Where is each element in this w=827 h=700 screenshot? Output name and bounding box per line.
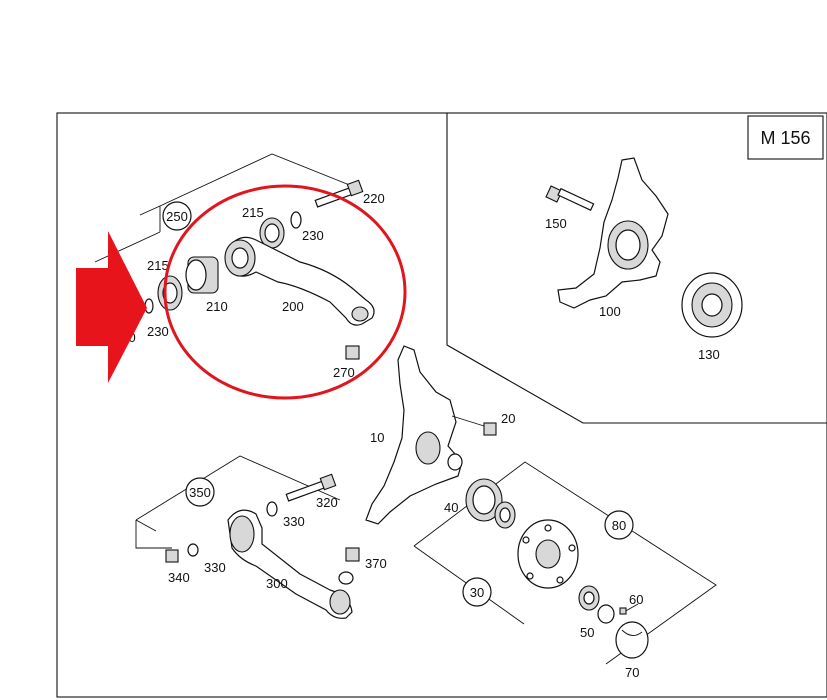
control-arm-200 [224,236,375,326]
label-330-lower: 330 [204,560,226,575]
bracket-350 [135,455,341,549]
washer-330-upper [266,501,278,517]
label-230-left: 230 [147,324,169,339]
label-40: 40 [444,500,458,515]
diagram-frame [56,112,827,698]
callout-350 [185,477,215,507]
wheel-hub-80 [517,519,579,589]
nut-270-upper [345,345,360,360]
label-200: 200 [282,299,304,314]
label-150: 150 [545,216,567,231]
nut-370 [345,547,360,562]
label-80: 80 [612,518,626,533]
label-30: 30 [470,585,484,600]
label-330-upper: 330 [283,514,305,529]
bearing-50 [578,585,615,624]
label-100: 100 [599,304,621,319]
highlight-circle [163,184,407,400]
washer-330-lower [187,543,199,557]
bolt-20 [451,415,497,436]
red-arrow [76,231,147,383]
label-70: 70 [625,665,639,680]
bracket-250 [94,153,363,263]
label-300: 300 [266,576,288,591]
label-215-left: 215 [147,258,169,273]
lower-arm-300 [227,509,354,619]
model-badge: M 156 [760,128,810,148]
label-230-upper: 230 [302,228,324,243]
bushing-215-left [157,275,183,311]
seal-ring-40 [465,478,503,522]
screw-60 [619,603,639,615]
wheel-hub-130 [681,272,743,338]
washer-230-left [144,298,154,314]
label-50: 50 [580,625,594,640]
bolt-320 [285,473,337,502]
hub-cap-70 [615,621,649,659]
label-210: 210 [206,299,228,314]
bolt-150 [545,185,595,212]
callout-250 [162,201,192,231]
label-340: 340 [168,570,190,585]
bearing [494,501,516,529]
washer-230-right [290,211,302,229]
nut-340 [165,549,179,563]
label-215-upper: 215 [242,205,264,220]
label-10: 10 [370,430,384,445]
label-130: 130 [698,347,720,362]
bolt-220 [314,179,364,208]
steering-knuckle-10 [365,345,463,525]
bushing-210 [185,256,219,294]
bushing-215-upper [259,217,285,249]
upper-arm-group: 250 [94,153,375,360]
callout-30 [462,577,492,607]
label-320: 320 [316,495,338,510]
label-60: 60 [629,592,643,607]
label-270-upper: 270 [333,365,355,380]
model-badge-box [747,115,824,160]
label-370: 370 [365,556,387,571]
steering-knuckle-100 [557,157,669,309]
label-220: 220 [363,191,385,206]
label-20: 20 [501,411,515,426]
label-350: 350 [189,485,211,500]
inset-panel-border [446,113,827,424]
label-250: 250 [166,209,188,224]
callout-80 [604,510,634,540]
